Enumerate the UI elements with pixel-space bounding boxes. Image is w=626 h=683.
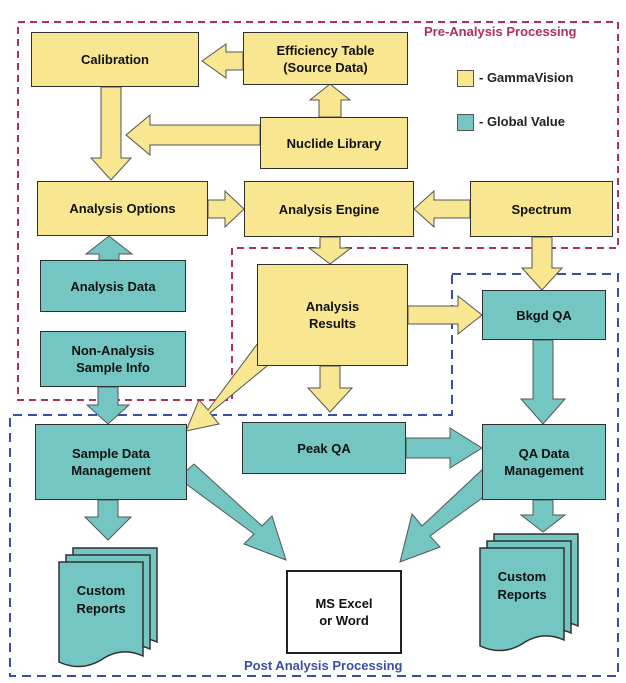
arrow-spectrum-to-engine	[413, 189, 471, 229]
arrow-results-to-bkgdqa	[407, 294, 483, 336]
non-analysis-sample-info-box[interactable]: Non-Analysis Sample Info	[40, 331, 186, 387]
custom-reports-right-label: Custom Reports	[497, 569, 547, 602]
peak-qa-box[interactable]: Peak QA	[242, 422, 406, 474]
arrow-qadata-to-excel	[399, 467, 501, 563]
analysis-data-box[interactable]: Analysis Data	[40, 260, 186, 312]
ms-excel-word-box[interactable]: MS Excel or Word	[286, 570, 402, 654]
qa-data-management-box[interactable]: QA Data Management	[482, 424, 606, 500]
pre-analysis-region-border	[17, 21, 619, 401]
arrow-analysisdata-to-options	[84, 235, 134, 261]
arrow-qadata-to-reports-right	[519, 499, 567, 533]
arrow-sampledata-to-excel	[177, 463, 287, 561]
arrow-options-to-engine	[207, 189, 245, 229]
arrow-nuclide-to-calibration	[125, 113, 261, 157]
legend-gammavision-swatch	[457, 70, 474, 87]
efficiency-table-box[interactable]: Efficiency Table (Source Data)	[243, 32, 408, 85]
custom-reports-left-stack	[58, 547, 158, 668]
custom-reports-left-label: Custom Reports	[76, 583, 126, 616]
arrow-calibration-to-options	[89, 86, 133, 181]
analysis-options-box[interactable]: Analysis Options	[37, 181, 208, 236]
pre-analysis-label: Pre-Analysis Processing	[424, 24, 577, 39]
analysis-results-box[interactable]: Analysis Results	[257, 264, 408, 366]
nuclide-library-box[interactable]: Nuclide Library	[260, 117, 408, 169]
arrow-efficiency-to-calibration	[201, 43, 244, 79]
legend-global-swatch	[457, 114, 474, 131]
arrow-bkgdqa-to-qadata	[519, 339, 567, 425]
arrow-nuclide-to-efficiency	[308, 83, 352, 118]
arrow-engine-to-results	[307, 236, 353, 265]
legend-global-label: - Global Value	[479, 114, 565, 129]
custom-reports-right-stack	[479, 533, 579, 652]
bkgd-qa-box[interactable]: Bkgd QA	[482, 290, 606, 340]
arrow-results-to-peakqa	[306, 365, 354, 413]
arrow-sampleinfo-to-sampledata	[85, 386, 131, 425]
post-analysis-label: Post Analysis Processing	[244, 658, 403, 673]
arrow-sampledata-to-reports-left	[83, 499, 133, 541]
analysis-engine-box[interactable]: Analysis Engine	[244, 181, 414, 237]
arrow-peakqa-to-qadata	[405, 427, 483, 469]
spectrum-box[interactable]: Spectrum	[470, 181, 613, 237]
legend-gammavision-label: - GammaVision	[479, 70, 574, 85]
sample-data-management-box[interactable]: Sample Data Management	[35, 424, 187, 500]
calibration-box[interactable]: Calibration	[31, 32, 199, 87]
arrow-results-to-sampledata	[185, 342, 274, 432]
post-analysis-region-border	[9, 273, 619, 677]
arrow-spectrum-to-bkgdqa	[520, 236, 564, 291]
